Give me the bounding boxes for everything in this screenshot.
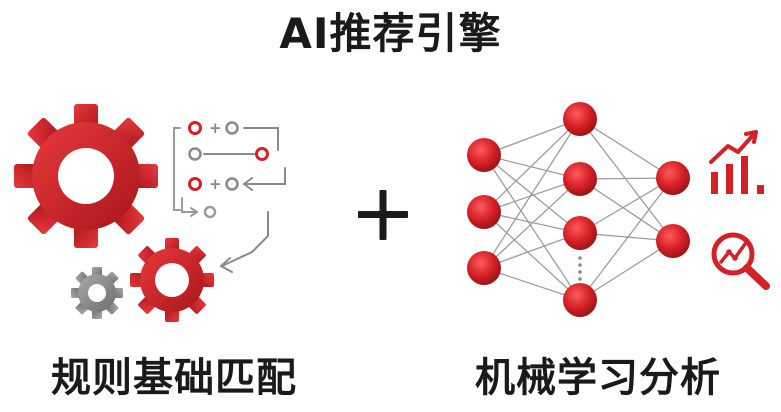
network-edges xyxy=(483,118,674,301)
gray-gear-icon xyxy=(71,267,123,319)
rule-matching-caption: 规则基础匹配 xyxy=(51,355,297,401)
input-layer xyxy=(467,138,501,285)
svg-text:+: + xyxy=(209,119,222,137)
neural-network-icon xyxy=(467,102,690,317)
page-title: AI推荐引擎 xyxy=(279,9,502,58)
network-node xyxy=(467,138,501,172)
network-node xyxy=(563,102,597,136)
network-node xyxy=(467,251,501,285)
bar-chart-icon xyxy=(709,130,764,194)
network-node xyxy=(563,216,597,250)
small-gear-icon xyxy=(130,238,214,322)
magnifier-trend-icon xyxy=(711,232,770,290)
svg-text:+: + xyxy=(209,175,222,193)
hidden-layer xyxy=(563,102,597,317)
network-node xyxy=(563,283,597,317)
output-layer xyxy=(656,161,690,258)
large-gear-icon xyxy=(14,104,158,248)
rule-flow-icon: + + xyxy=(173,119,286,273)
ml-analysis-caption: 机械学习分析 xyxy=(475,355,721,401)
plus-operator xyxy=(358,190,408,240)
rules-gears-icon: + + xyxy=(14,104,286,322)
network-node xyxy=(656,224,690,258)
network-node xyxy=(467,195,501,229)
network-node xyxy=(656,161,690,195)
ellipsis-dots xyxy=(578,256,582,281)
network-node xyxy=(563,162,597,196)
